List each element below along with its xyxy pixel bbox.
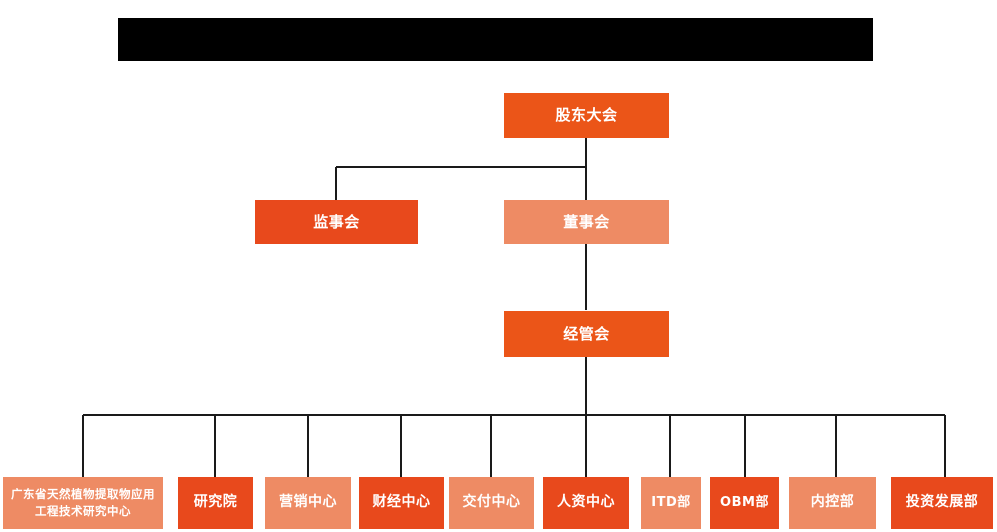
title-banner-redacted <box>118 18 873 61</box>
node-label: OBM部 <box>720 495 769 511</box>
node-label: 广东省天然植物提取物应用工程技术研究中心 <box>11 487 155 518</box>
node-shareholders-meeting[interactable]: 股东大会 <box>504 93 669 138</box>
node-label: 经管会 <box>563 324 610 343</box>
node-dept-hr-center[interactable]: 人资中心 <box>543 477 629 529</box>
node-dept-internal-control[interactable]: 内控部 <box>789 477 876 529</box>
node-label: 人资中心 <box>557 494 615 511</box>
node-dept-obm[interactable]: OBM部 <box>710 477 779 529</box>
node-dept-delivery-center[interactable]: 交付中心 <box>449 477 534 529</box>
node-board-of-directors[interactable]: 董事会 <box>504 200 669 244</box>
node-management-committee[interactable]: 经管会 <box>504 311 669 357</box>
node-label: ITD部 <box>651 495 691 511</box>
node-label: 股东大会 <box>555 106 618 125</box>
node-dept-research-institute[interactable]: 研究院 <box>178 477 253 529</box>
node-dept-marketing-center[interactable]: 营销中心 <box>265 477 351 529</box>
node-label: 内控部 <box>810 494 855 511</box>
node-dept-finance-center[interactable]: 财经中心 <box>359 477 444 529</box>
node-label: 董事会 <box>563 212 610 231</box>
node-label: 交付中心 <box>462 494 521 511</box>
node-board-of-supervisors[interactable]: 监事会 <box>255 200 418 244</box>
node-label: 营销中心 <box>279 494 337 511</box>
node-label: 财经中心 <box>372 494 431 511</box>
node-dept-itd[interactable]: ITD部 <box>641 477 701 529</box>
node-label: 监事会 <box>313 212 360 231</box>
node-dept-guangdong-research-center[interactable]: 广东省天然植物提取物应用工程技术研究中心 <box>3 477 163 529</box>
node-label: 投资发展部 <box>905 494 979 511</box>
node-dept-investment-development[interactable]: 投资发展部 <box>891 477 993 529</box>
node-label: 研究院 <box>193 494 238 511</box>
